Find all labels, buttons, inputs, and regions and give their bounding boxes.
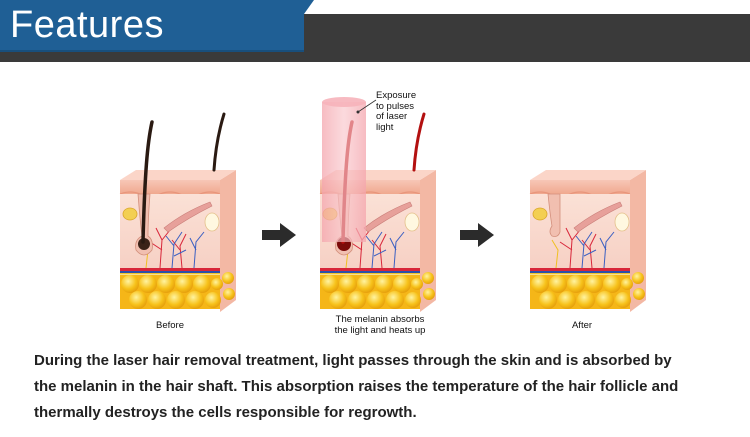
header: Features [0,0,750,62]
annotation-line: to pulses [376,100,415,112]
description-line: During the laser hair removal treatment,… [34,352,672,369]
skin-panel-before [119,112,237,313]
skin-panel-after [529,169,647,313]
arrow-right-icon [460,223,494,247]
description-line: the melanin in the hair shaft. This abso… [34,378,679,395]
skin-panel-laser [319,97,437,313]
annotation-line: Exposure [376,90,417,101]
annotation-line: of laser [376,111,408,122]
annotation-line: light [376,121,394,133]
caption-after: After [542,320,622,331]
caption-line: The melanin absorbs [335,314,425,325]
caption-line: After [571,320,593,331]
annotation-leader-line [357,99,377,113]
header-tab [0,0,304,52]
exposure-annotation: Exposure to pulses of laser light [376,90,417,133]
header-tab-corner [304,0,314,14]
description-paragraph: During the laser hair removal treatment,… [34,348,724,426]
caption-line: Before [156,320,184,331]
caption-line: the light and heats up [334,325,426,336]
description-line: thermally destroys the cells responsible… [34,404,417,421]
laser-beam [322,102,366,242]
caption-before: Before [130,320,210,331]
arrow-right-icon [262,223,296,247]
caption-laser: The melanin absorbs the light and heats … [300,314,460,336]
page-title: Features [10,4,164,46]
